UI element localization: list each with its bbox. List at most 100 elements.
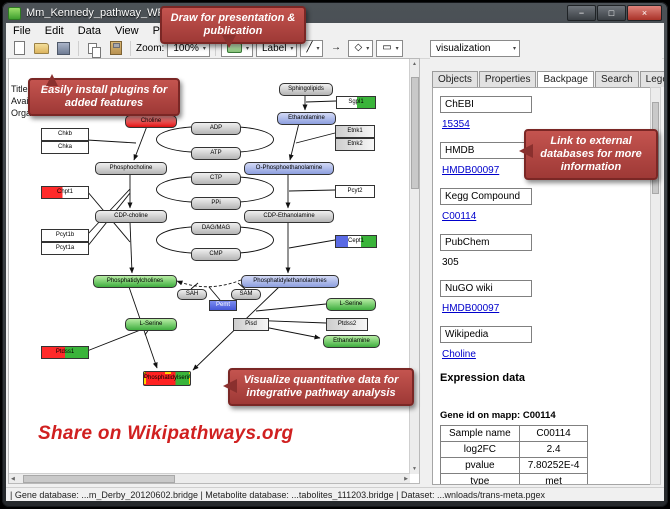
node-cmp[interactable]: CMP <box>191 248 241 261</box>
table-cell: C00114 <box>518 425 589 442</box>
app-icon <box>8 6 21 20</box>
node-etnk1[interactable]: Etnk1 <box>335 125 375 138</box>
arrow-tool-button[interactable]: → <box>326 40 345 57</box>
open-button[interactable] <box>32 40 51 57</box>
node-phosphocholine[interactable]: Phosphocholine <box>95 162 167 175</box>
node-pcyt1b[interactable]: Pcyt1b <box>41 229 89 242</box>
node-o-phosphoethanolamine[interactable]: O-Phosphoethanolamine <box>244 162 334 175</box>
toolbar-separator <box>130 40 131 56</box>
maximize-button[interactable]: □ <box>597 5 626 21</box>
node-etnk2[interactable]: Etnk2 <box>335 138 375 151</box>
shape-tool-combo[interactable]: ◇ ▾ <box>348 39 374 57</box>
table-cell: pvalue <box>440 457 520 474</box>
tab-objects[interactable]: Objects <box>432 71 478 87</box>
node-phosphatidylserines-selected[interactable]: Phosphatidylserines <box>143 371 191 386</box>
wikipedia-link[interactable]: Choline <box>442 349 476 360</box>
hmdb-link[interactable]: HMDB00097 <box>442 165 500 176</box>
node-pisd[interactable]: Pisd <box>233 318 269 331</box>
horizontal-scroll-thumb[interactable] <box>23 475 175 483</box>
menubar: File Edit Data View Plugins Help <box>6 23 664 39</box>
node-ptdss1[interactable]: Ptdss1 <box>41 346 89 359</box>
canvas-vertical-scrollbar[interactable]: ▲ ▼ <box>409 59 419 474</box>
node-cdp-choline[interactable]: CDP-choline <box>95 210 167 223</box>
nugo-link[interactable]: HMDB00097 <box>442 303 500 314</box>
node-cdp-ethanolamine[interactable]: CDP-Ethanolamine <box>244 210 334 223</box>
node-ptdss2[interactable]: Ptdss2 <box>326 318 368 331</box>
new-document-button[interactable] <box>10 40 29 57</box>
chevron-down-icon: ▾ <box>395 45 399 52</box>
statusbar-text: | Gene database: ...m_Derby_20120602.bri… <box>10 490 546 500</box>
toolbar: Zoom: 100% ▾ ▾ Label ▾ ╱ ▾ → ◇ ▾ <box>6 38 664 59</box>
close-button[interactable]: × <box>627 5 662 21</box>
node-phosphatidylethanolamines[interactable]: Phosphatidylethanolamines <box>241 275 339 288</box>
table-cell: 7.80252E-4 <box>518 457 589 474</box>
node-chka[interactable]: Chka <box>41 141 89 154</box>
wikipedia-header: Wikipedia <box>440 326 532 343</box>
paste-button[interactable] <box>106 40 125 57</box>
window-controls: − □ × <box>567 5 662 21</box>
tab-properties[interactable]: Properties <box>478 71 537 87</box>
pathway-available-label: Avail <box>11 96 31 106</box>
table-row: pvalue 7.80252E-4 <box>440 457 589 474</box>
node-phosphatidylcholines[interactable]: Phosphatidylcholines <box>93 275 177 288</box>
scroll-up-icon: ▲ <box>412 61 417 67</box>
node-chkb[interactable]: Chkb <box>41 128 89 141</box>
template-tool-combo[interactable]: ▭ ▾ <box>376 39 403 57</box>
node-sphingolipids[interactable]: Sphingolipids <box>279 83 333 96</box>
chebi-link[interactable]: 15354 <box>442 119 470 130</box>
pubchem-header: PubChem <box>440 234 532 251</box>
node-pcyt2[interactable]: Pcyt2 <box>335 185 375 198</box>
share-wikipathways-text: Share on Wikipathways.org <box>38 423 294 444</box>
node-sam[interactable]: SAM <box>231 289 261 300</box>
pubchem-value: 305 <box>442 257 459 268</box>
node-pcyt1a[interactable]: Pcyt1a <box>41 242 89 255</box>
chevron-down-icon: ▾ <box>290 45 294 52</box>
menu-view[interactable]: View <box>114 24 139 37</box>
node-pemt[interactable]: Pemt <box>209 300 237 311</box>
toolbar-separator <box>78 40 79 56</box>
backpage-section-wikipedia: Wikipedia Choline <box>440 326 658 360</box>
nugo-header: NuGO wiki <box>440 280 532 297</box>
node-atp[interactable]: ATP <box>191 147 241 160</box>
node-l-serine-left[interactable]: L-Serine <box>125 318 177 331</box>
statusbar: | Gene database: ...m_Derby_20120602.bri… <box>6 487 664 501</box>
menu-edit[interactable]: Edit <box>44 24 64 37</box>
chevron-down-icon: ▾ <box>245 45 249 52</box>
tab-backpage[interactable]: Backpage <box>537 71 594 87</box>
tab-search[interactable]: Search <box>594 71 639 87</box>
vertical-scroll-thumb[interactable] <box>411 77 419 189</box>
canvas-horizontal-scrollbar[interactable]: ◀ ▶ <box>9 473 410 483</box>
node-ethanolamine-top[interactable]: Ethanolamine <box>277 112 336 125</box>
node-chpt1[interactable]: Chpt1 <box>41 186 89 199</box>
pathway-organism-label: Organ <box>11 108 37 118</box>
zoom-value: 100% <box>173 42 199 54</box>
side-panel-tabs: Objects Properties Backpage Search Legen… <box>432 71 664 87</box>
table-row: log2FC 2.4 <box>440 441 589 458</box>
minimize-button[interactable]: − <box>567 5 596 21</box>
node-ctp[interactable]: CTP <box>191 172 241 185</box>
visualization-combo[interactable]: visualization ▾ <box>430 40 520 57</box>
pathway-title-label: Title: <box>11 84 31 94</box>
menu-data[interactable]: Data <box>77 24 101 37</box>
line-tool-combo[interactable]: ╱ ▾ <box>300 39 324 57</box>
tab-legend[interactable]: Legend <box>639 71 664 87</box>
chevron-down-icon: ▾ <box>512 46 516 52</box>
line-tool-icon: ╱ <box>306 42 313 53</box>
pathway-canvas[interactable]: Title: Avail Organ <box>8 58 420 484</box>
node-sgpl1[interactable]: Sgpl1 <box>336 96 376 109</box>
node-dag-mag[interactable]: DAG/MAG <box>191 222 241 235</box>
node-l-serine-right[interactable]: L-Serine <box>326 298 376 311</box>
node-ppi[interactable]: PPi <box>191 197 241 210</box>
node-cept1[interactable]: Cept1 <box>335 235 377 248</box>
titlebar[interactable]: Mm_Kennedy_pathway_WP1771_45176.gp... − … <box>8 4 662 22</box>
node-sah[interactable]: SAH <box>177 289 207 300</box>
node-choline[interactable]: Choline <box>125 115 177 128</box>
table-cell: Sample name <box>440 425 520 442</box>
node-ethanolamine-bottom[interactable]: Ethanolamine <box>323 335 380 348</box>
menu-file[interactable]: File <box>13 24 31 37</box>
expression-data-title: Expression data <box>440 372 525 384</box>
copy-button[interactable] <box>84 40 103 58</box>
save-button[interactable] <box>54 40 73 57</box>
kegg-link[interactable]: C00114 <box>442 211 477 222</box>
node-adp[interactable]: ADP <box>191 122 241 135</box>
